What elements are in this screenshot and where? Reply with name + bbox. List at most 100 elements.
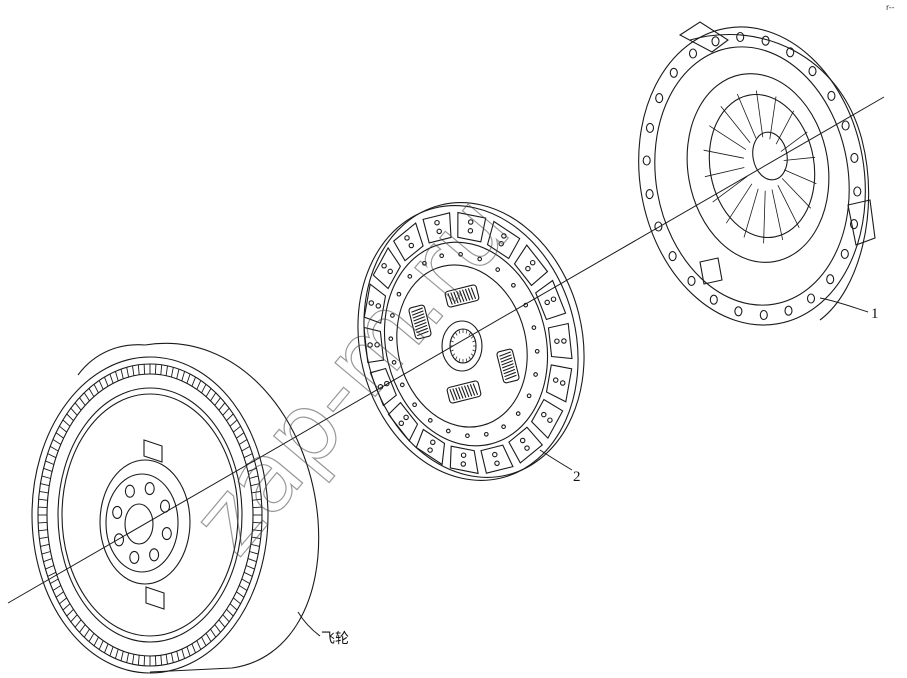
flywheel-gear-tooth <box>143 364 146 375</box>
flywheel <box>31 342 320 674</box>
pressure-plate-strap-right <box>847 199 876 246</box>
flywheel-gear-tooth <box>210 628 217 638</box>
hub-spline <box>455 332 458 336</box>
friction-pad-rivet <box>544 299 550 306</box>
flywheel-gear-tooth <box>241 578 251 584</box>
friction-pad-rivet <box>404 235 410 241</box>
flywheel-face-ring-inner <box>61 393 239 637</box>
damper-spring-coil <box>499 351 511 357</box>
flywheel-hub-outer <box>99 459 191 585</box>
friction-pad-rivet <box>494 460 500 467</box>
callout-flywheel: 飞轮 <box>321 631 349 647</box>
friction-pad-rivet <box>367 342 373 348</box>
diaphragm-finger <box>775 110 795 145</box>
flywheel-gear-tooth <box>176 651 180 662</box>
clutch-disc-friction-pad <box>530 398 564 440</box>
flywheel-gear-tooth <box>49 446 59 452</box>
damper-spring-coil <box>455 387 461 400</box>
flywheel-gear-tooth <box>218 619 226 628</box>
damper-spring <box>444 284 480 308</box>
flywheel-gear-tooth <box>137 364 140 375</box>
flywheel-gear-tooth <box>196 380 202 390</box>
flywheel-gear-tooth <box>238 585 248 591</box>
clutch-disc-friction-pads <box>363 211 573 475</box>
flywheel-gear-tooth <box>40 543 50 547</box>
flywheel-face-ring <box>57 387 243 643</box>
flywheel-gear-tooth <box>40 483 50 487</box>
pressure-plate-bolt-hole <box>668 251 677 262</box>
flywheel-hub-bolt-hole <box>129 550 140 564</box>
pressure-plate-bolt-hole <box>711 36 720 47</box>
damper-spring-coil <box>505 374 517 381</box>
flywheel-gear-tooth <box>201 636 207 647</box>
hub-plate-rivet <box>495 267 501 272</box>
damper-spring-coil <box>453 291 459 304</box>
hub-plate-rivet <box>445 428 451 434</box>
clutch-disc-friction-pad <box>363 326 385 364</box>
friction-pad-rivet <box>460 461 467 467</box>
hub-plate-rivet <box>412 402 417 408</box>
pressure-plate-strap-top <box>678 21 729 53</box>
pressure-plate-bolt-hole <box>806 293 816 304</box>
flywheel-gear-tooth <box>246 565 255 570</box>
flywheel-gear-tooth <box>205 633 212 642</box>
flywheel-gear-tooth <box>252 506 262 509</box>
friction-pad-rivet <box>460 452 467 458</box>
assembly-axis-line <box>7 96 885 604</box>
pressure-plate-bolt-hole <box>761 35 770 46</box>
flywheel-gear-tooth <box>247 558 257 563</box>
flywheel-hub-bolt-hole <box>124 484 135 498</box>
leader-line-flywheel <box>297 611 321 637</box>
flywheel-gear-tooth <box>247 467 257 472</box>
friction-pad-rivet <box>427 447 433 453</box>
diaphragm-finger <box>736 93 757 139</box>
flywheel-gear-tooth <box>38 506 48 509</box>
pressure-plate-bolt-hole <box>669 67 678 78</box>
hub-plate-rivet <box>533 372 538 377</box>
friction-pad-rivet <box>547 417 553 423</box>
clutch-disc-friction-pad <box>449 445 479 475</box>
pressure-plate-bolt-hole <box>850 152 859 163</box>
damper-spring-coil <box>502 363 514 369</box>
friction-pad-rivet <box>498 240 504 247</box>
friction-pad-rivet <box>524 445 530 451</box>
clutch-disc-friction-pad <box>535 279 567 321</box>
watermark-text: zap-m.ru <box>170 174 532 575</box>
flywheel-gear-tooth <box>181 648 186 659</box>
flywheel-gear-tooth <box>229 419 238 427</box>
flywheel-gear-tooth <box>137 655 140 666</box>
pressure-plate-bolt-hole <box>786 47 795 58</box>
flywheel-gear-tooth <box>41 551 51 555</box>
damper-spring-coil <box>504 371 516 378</box>
hub-plate-rivet <box>427 418 433 423</box>
damper-spring-window <box>444 284 480 308</box>
damper-spring-coil <box>417 330 429 337</box>
damper-spring-window <box>496 348 520 384</box>
friction-pad-rivet <box>519 437 526 444</box>
diaphragm-finger <box>756 90 764 138</box>
flywheel-gear-tooth <box>109 373 114 384</box>
damper-spring-coil <box>469 384 476 396</box>
clutch-disc-hub-plate <box>396 264 528 428</box>
damper-spring-coil <box>415 324 428 331</box>
hub-spline <box>468 356 471 360</box>
damper-spring-coil <box>456 290 462 303</box>
friction-pad-rivet <box>552 377 559 383</box>
flywheel-gear-tooth <box>196 640 202 650</box>
pressure-plate-bolt-hole <box>849 219 859 230</box>
flywheel-gear-tooth <box>236 591 245 598</box>
clutch-disc-friction-pad <box>422 212 452 244</box>
flywheel-gear-tooth <box>126 367 130 378</box>
flywheel-gear-tooth <box>132 365 135 376</box>
clutch-disc-friction-pad <box>486 220 521 260</box>
flywheel-gear-tooth <box>79 624 86 633</box>
diaphragm-finger <box>763 190 766 244</box>
damper-spring-coil <box>461 386 467 398</box>
pressure-plate-bolt-hole <box>808 66 817 77</box>
hub-plate-rivet <box>501 424 506 430</box>
hub-plate-rivet <box>534 348 540 354</box>
flywheel-gear-tooth <box>186 373 191 384</box>
flywheel-gear-tooth <box>160 655 163 666</box>
flywheel-gear-tooth <box>47 571 57 577</box>
damper-spring-coil <box>466 384 473 397</box>
